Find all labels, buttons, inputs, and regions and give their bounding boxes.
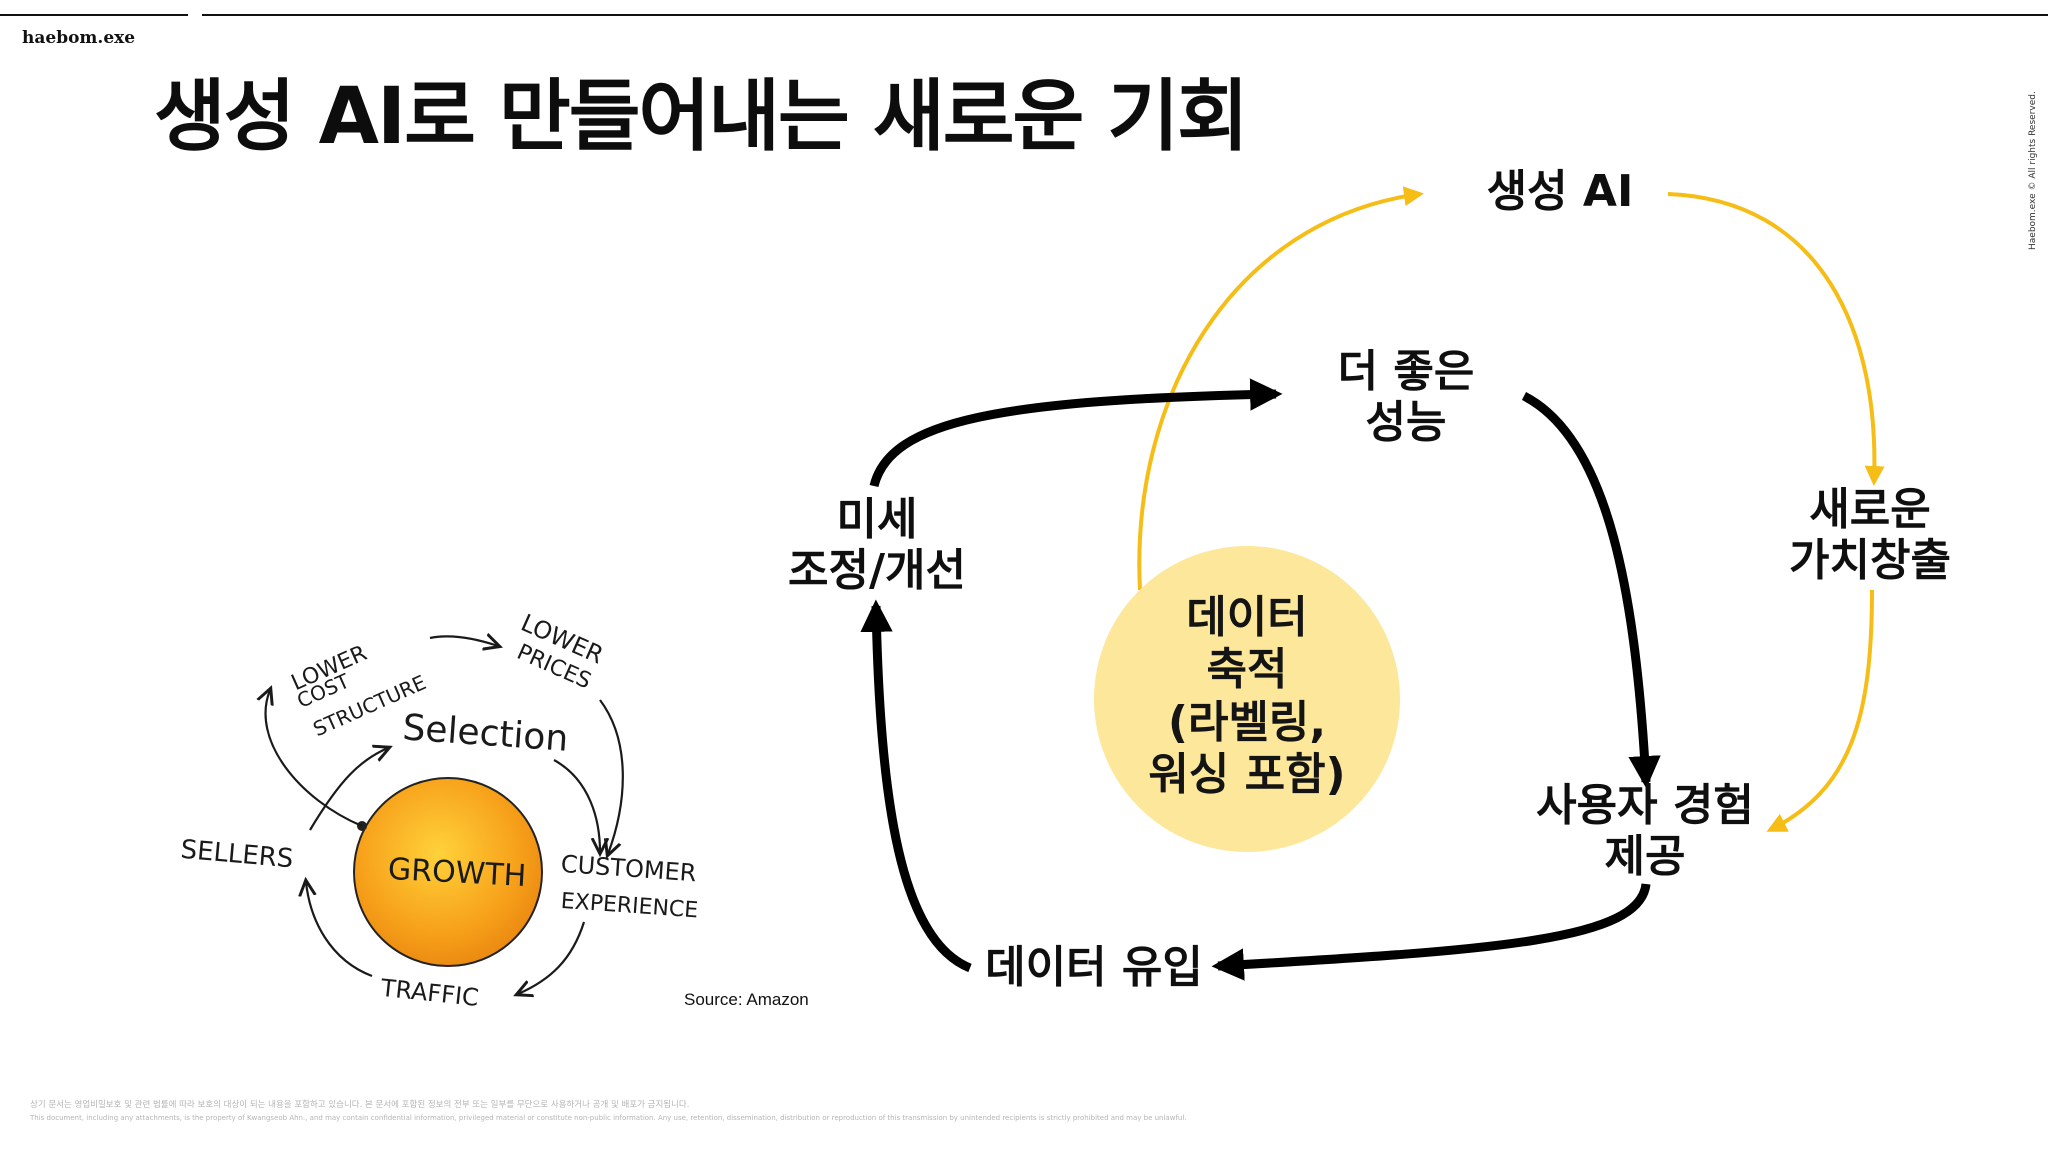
brand-label: haebom.exe — [22, 28, 136, 48]
node-new-value-line1: 새로운 — [1809, 484, 1931, 535]
arrow-tuning-to-performance — [869, 378, 1283, 488]
node-better-performance: 더 좋은 성능 — [1296, 346, 1516, 448]
footer-notice-english: This document, including any attachments… — [30, 1114, 1187, 1122]
arrow-ai-to-value — [1667, 192, 1885, 486]
node-better-performance-line2: 성능 — [1365, 397, 1447, 449]
experience-label: EXPERIENCE — [560, 889, 699, 924]
center-line4: 워싱 포함) — [1148, 749, 1346, 801]
arrow-inflow-to-tuning — [860, 599, 972, 973]
node-new-value-line2: 가치창출 — [1789, 535, 1951, 587]
source-caption: Source: Amazon — [684, 990, 809, 1009]
center-line2: 축적 — [1206, 644, 1288, 696]
node-generative-ai-label: 생성 AI — [1486, 166, 1634, 217]
footer-notice-korean: 상기 문서는 영업비밀보호 및 관련 법률에 따라 보호의 대상이 되는 내용을… — [30, 1100, 690, 1110]
node-new-value: 새로운 가치창출 — [1770, 484, 1970, 586]
sketch-arrow-sellers-selection — [309, 748, 388, 831]
slide-title: 생성 AI로 만들어내는 새로운 기회 — [154, 72, 1249, 162]
arrow-data-to-ai — [1137, 186, 1424, 591]
data-accumulation-text: 데이터 축적 (라벨링, 워싱 포함) — [1094, 592, 1400, 801]
center-line3: (라벨링, — [1167, 696, 1327, 748]
growth-label: GROWTH — [387, 852, 527, 894]
node-user-experience: 사용자 경험 제공 — [1520, 780, 1770, 882]
node-user-experience-line2: 제공 — [1604, 831, 1686, 883]
sketch-arrow-traffic-sellers — [306, 882, 373, 978]
data-accumulation-circle — [1094, 546, 1400, 852]
growth-circle — [353, 777, 543, 967]
node-data-inflow-label: 데이터 유입 — [985, 942, 1203, 993]
customer-label: CUSTOMER — [560, 850, 697, 887]
node-better-performance-line1: 더 좋은 — [1337, 346, 1475, 397]
center-line1: 데이터 — [1186, 592, 1308, 643]
arrow-experience-to-inflow — [1211, 883, 1651, 981]
top-rule-right — [202, 14, 2048, 16]
sketch-arrow-prices-experience — [599, 699, 624, 854]
sketch-arrow-selection-experience — [553, 759, 600, 852]
top-rule-left — [0, 14, 188, 16]
amazon-flywheel-sketch: GROWTH Selection CUSTOMER EXPERIENCE TRA… — [179, 609, 699, 1012]
sketch-arrow-sellers-cost — [266, 690, 363, 828]
selection-label: Selection — [401, 707, 569, 759]
node-generative-ai: 생성 AI — [1460, 166, 1660, 217]
node-fine-tuning: 미세 조정/개선 — [762, 494, 992, 596]
node-user-experience-line1: 사용자 경험 — [1536, 780, 1754, 831]
arrow-value-to-experience — [1766, 589, 1874, 832]
arrow-performance-to-experience — [1521, 391, 1661, 789]
node-fine-tuning-line2: 조정/개선 — [788, 545, 966, 597]
traffic-label: TRAFFIC — [378, 974, 480, 1012]
sketch-arrow-cost-prices — [429, 636, 498, 646]
sellers-label: SELLERS — [179, 835, 294, 875]
node-data-inflow: 데이터 유입 — [974, 942, 1214, 993]
node-fine-tuning-line1: 미세 — [836, 494, 918, 545]
sketch-arrow-experience-traffic — [518, 921, 586, 994]
